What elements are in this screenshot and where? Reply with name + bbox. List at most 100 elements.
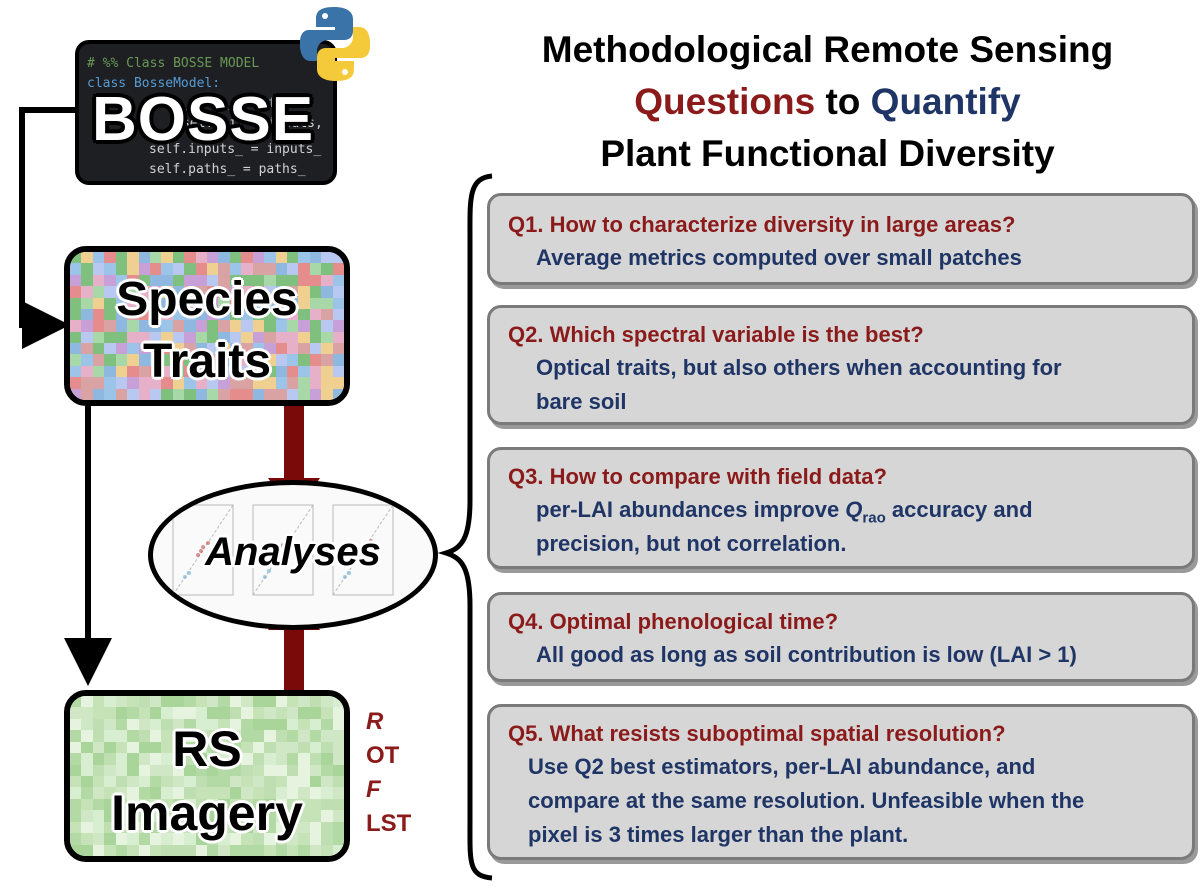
- map-pixel: [241, 286, 253, 298]
- map-pixel: [229, 810, 242, 822]
- map-pixel: [149, 252, 162, 264]
- map-pixel: [115, 263, 128, 275]
- title-line2: Questions to Quantify: [460, 76, 1195, 128]
- map-pixel: [81, 798, 93, 811]
- map-pixel: [184, 365, 196, 378]
- map-pixel: [229, 753, 242, 765]
- species-traits-title-line1: Species: [116, 273, 298, 326]
- map-pixel: [172, 365, 185, 378]
- map-pixel: [104, 787, 116, 799]
- map-pixel: [70, 320, 82, 332]
- answer-text: bare soil: [536, 389, 627, 414]
- map-pixel: [275, 365, 287, 378]
- map-pixel: [207, 252, 219, 264]
- map-pixel: [309, 821, 322, 834]
- map-pixel: [172, 320, 185, 332]
- map-pixel: [172, 274, 185, 287]
- map-pixel: [241, 707, 253, 719]
- map-pixel: [321, 274, 333, 287]
- map-pixel: [149, 798, 162, 811]
- map-pixel: [92, 787, 105, 799]
- question-text: Q3. How to compare with field data?: [508, 464, 887, 489]
- map-pixel: [264, 844, 276, 856]
- map-pixel: [241, 776, 253, 788]
- map-pixel: [252, 274, 265, 287]
- map-pixel: [241, 787, 253, 799]
- map-pixel: [241, 718, 253, 731]
- map-pixel: [275, 718, 287, 731]
- map-pixel: [218, 696, 230, 708]
- map-pixel: [252, 308, 265, 321]
- map-pixel: [70, 354, 82, 366]
- map-pixel: [241, 252, 253, 264]
- map-pixel: [184, 297, 196, 309]
- map-pixel: [149, 707, 162, 719]
- map-pixel: [92, 821, 105, 834]
- map-pixel: [104, 707, 116, 719]
- map-pixel: [195, 343, 207, 355]
- map-pixel: [115, 377, 128, 389]
- map-pixel: [149, 365, 162, 378]
- map-pixel: [184, 787, 196, 799]
- map-pixel: [149, 753, 162, 765]
- map-pixel: [115, 297, 128, 309]
- map-pixel: [321, 844, 333, 856]
- map-pixel: [92, 331, 105, 344]
- map-pixel: [286, 741, 299, 754]
- map-pixel: [218, 798, 230, 811]
- map-pixel: [115, 844, 128, 856]
- map-pixel: [252, 696, 265, 708]
- map-pixel: [332, 764, 344, 776]
- map-pixel: [161, 308, 173, 321]
- map-pixel: [218, 263, 230, 275]
- map-pixel: [275, 696, 287, 708]
- map-pixel: [70, 252, 82, 264]
- map-pixel: [81, 297, 93, 309]
- map-pixel: [309, 365, 322, 378]
- map-pixel: [115, 764, 128, 776]
- map-pixel: [127, 308, 139, 321]
- map-pixel: [127, 331, 139, 344]
- map-pixel: [264, 252, 276, 264]
- map-pixel: [241, 741, 253, 754]
- map-pixel: [286, 833, 299, 845]
- map-pixel: [309, 696, 322, 708]
- map-pixel: [241, 331, 253, 344]
- map-pixel: [195, 730, 207, 742]
- map-pixel: [70, 343, 82, 355]
- map-pixel: [149, 730, 162, 742]
- map-pixel: [229, 274, 242, 287]
- map-pixel: [104, 718, 116, 731]
- map-pixel: [321, 810, 333, 822]
- map-pixel: [252, 776, 265, 788]
- answer-text: Use Q2 best estimators, per-LAI abundanc…: [528, 754, 1036, 779]
- q-rao-symbol: Q: [845, 497, 863, 522]
- map-pixel: [195, 274, 207, 287]
- map-pixel: [218, 388, 230, 400]
- map-pixel: [92, 343, 105, 355]
- species-trait-map: [70, 252, 344, 400]
- map-pixel: [332, 833, 344, 845]
- rs-imagery-title-line1: RS: [172, 721, 242, 777]
- map-pixel: [127, 297, 139, 309]
- map-pixel: [149, 331, 162, 344]
- map-pixel: [184, 753, 196, 765]
- map-pixel: [161, 718, 173, 731]
- map-pixel: [104, 343, 116, 355]
- map-pixel: [81, 718, 93, 731]
- map-pixel: [252, 252, 265, 264]
- species-traits-box: Species Traits: [64, 246, 350, 406]
- map-pixel: [81, 810, 93, 822]
- code-line: def __init__(self, ...: [119, 96, 315, 111]
- map-pixel: [298, 320, 310, 332]
- map-pixel: [138, 707, 150, 719]
- map-pixel: [184, 776, 196, 788]
- map-pixel: [115, 787, 128, 799]
- map-pixel: [104, 764, 116, 776]
- map-pixel: [286, 718, 299, 731]
- map-pixel: [321, 753, 333, 765]
- map-pixel: [332, 331, 344, 344]
- map-pixel: [298, 331, 310, 344]
- map-pixel: [149, 343, 162, 355]
